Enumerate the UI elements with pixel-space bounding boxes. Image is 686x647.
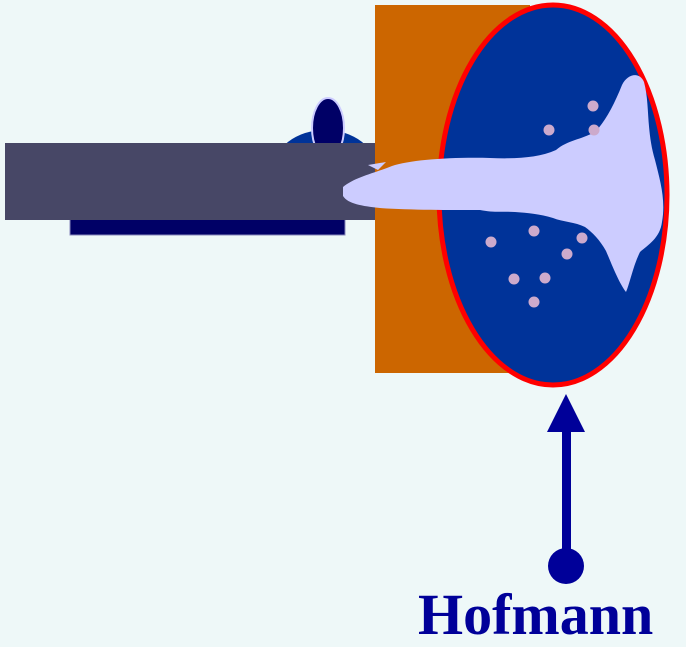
particle-dot	[486, 237, 497, 248]
arrow-up-pin	[547, 394, 585, 584]
arrow-pin-dot	[548, 548, 584, 584]
arrow-shaft	[562, 428, 571, 558]
caption-label: Hofmann	[418, 583, 686, 647]
particle-dot	[529, 226, 540, 237]
particle-dot	[562, 249, 573, 260]
arrow-head	[547, 394, 585, 432]
particle-dot	[540, 273, 551, 284]
beam-bar	[5, 143, 378, 220]
particle-dot	[577, 233, 588, 244]
particle-dot	[529, 297, 540, 308]
particle-dot	[509, 274, 520, 285]
particle-dot	[544, 125, 555, 136]
particle-dot	[589, 125, 600, 136]
particle-dot	[588, 101, 599, 112]
